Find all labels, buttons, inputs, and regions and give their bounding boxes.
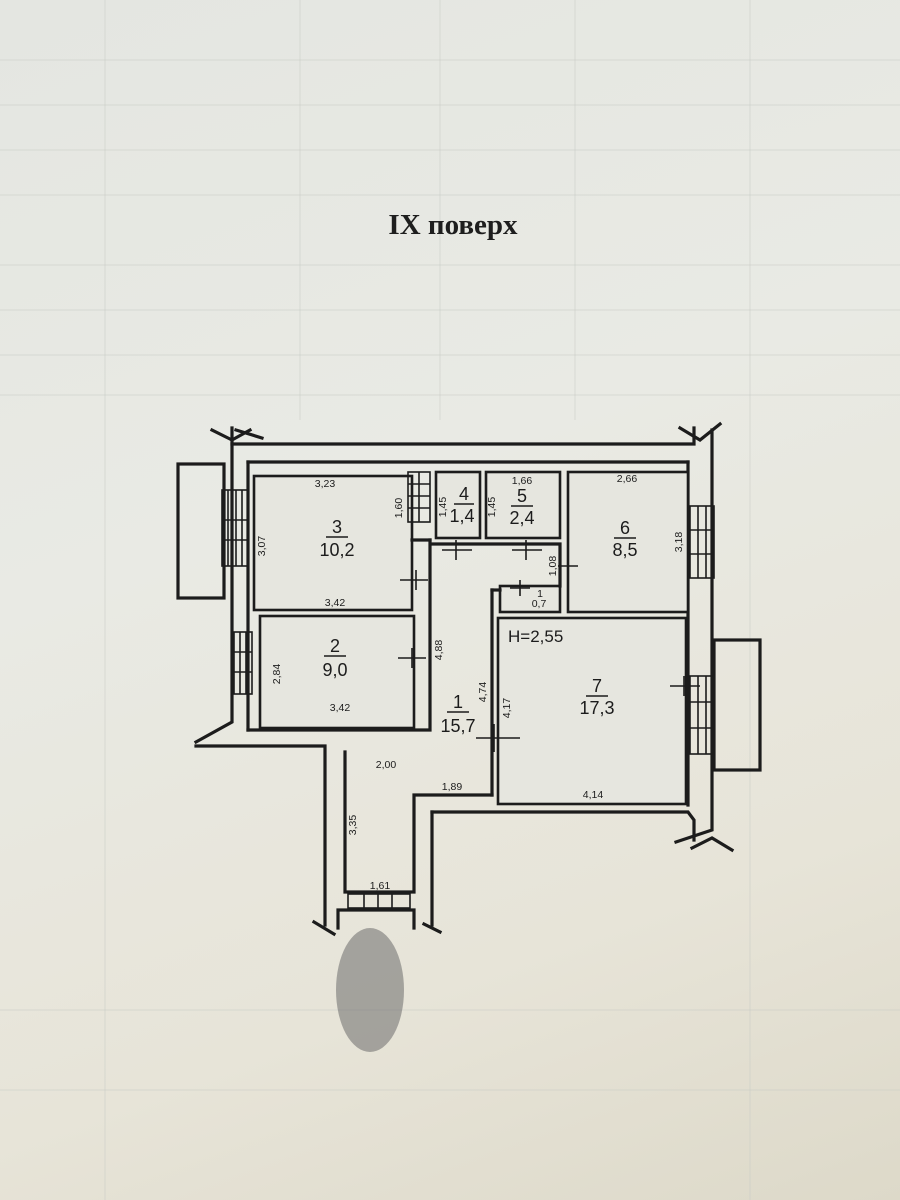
dim-r3-side-right: 1,60 — [393, 498, 405, 519]
dim-hall-width: 2,00 — [376, 759, 397, 771]
dim-r3-top: 3,23 — [315, 478, 336, 490]
ceiling-height: H=2,55 — [508, 627, 563, 646]
balcony-right — [712, 638, 762, 772]
dim-closet-side: 1,08 — [547, 556, 559, 577]
room-6-area: 8,5 — [612, 540, 637, 560]
room-2-number: 2 — [330, 636, 340, 656]
room-1-number: 1 — [453, 692, 463, 712]
dim-hall-side-b: 4,74 — [477, 682, 489, 703]
room-3 — [252, 474, 414, 612]
dimension-labels: 3,23 3,42 3,07 1,60 2,84 3,42 1,45 1,45 … — [256, 473, 685, 892]
room-4-area: 1,4 — [449, 506, 474, 526]
entrance-door — [336, 893, 416, 930]
dim-r7-side-left: 4,17 — [501, 698, 513, 719]
floor-title: IX поверх — [388, 209, 518, 241]
room-6-number: 6 — [620, 518, 630, 538]
dim-r3-side: 3,07 — [256, 536, 268, 557]
dim-closet-top: 1 — [537, 588, 543, 600]
room-3-area: 10,2 — [319, 540, 354, 560]
balcony-left — [176, 462, 226, 600]
room-4-number: 4 — [459, 484, 469, 504]
dim-r3-bottom: 3,42 — [325, 597, 346, 609]
room-2 — [258, 614, 416, 730]
dim-r2-bottom: 3,42 — [330, 702, 351, 714]
room-7-number: 7 — [592, 676, 602, 696]
room-3-number: 3 — [332, 517, 342, 537]
dim-r5-side: 1,45 — [486, 497, 498, 518]
dim-hall-side-a: 4,88 — [433, 640, 445, 661]
closet — [498, 584, 562, 614]
dim-closet-bottom: 0,7 — [532, 598, 547, 610]
door-markers — [398, 540, 700, 752]
dim-r6-side: 3,18 — [673, 532, 685, 553]
dim-r6-top: 2,66 — [617, 473, 638, 485]
hall-partitions — [410, 538, 562, 797]
room-4 — [434, 470, 482, 540]
window-left-bottom — [233, 631, 253, 695]
dim-r4-side: 1,45 — [437, 497, 449, 518]
vent-shaft — [407, 471, 431, 523]
dim-r2-side: 2,84 — [271, 664, 283, 685]
dim-corridor-side: 3,35 — [347, 815, 359, 836]
dim-r7-bottom: 4,14 — [583, 789, 604, 801]
room-5-area: 2,4 — [509, 508, 534, 528]
room-2-area: 9,0 — [322, 660, 347, 680]
dim-hall-bottom: 1,89 — [442, 781, 463, 793]
room-5 — [484, 470, 562, 540]
room-1-area: 15,7 — [440, 716, 475, 736]
window-left-top — [221, 489, 249, 567]
window-right-bottom — [689, 675, 715, 755]
room-7-area: 17,3 — [579, 698, 614, 718]
dim-corridor-width: 1,61 — [370, 880, 391, 892]
room-5-number: 5 — [517, 486, 527, 506]
photo-thumb-blur — [336, 928, 404, 1052]
window-right-top — [689, 505, 715, 579]
dim-r5-top: 1,66 — [512, 475, 533, 487]
room-labels: 3 10,2 2 9,0 4 1,4 5 2,4 6 8,5 7 17,3 1 … — [319, 484, 637, 736]
room-6 — [566, 470, 690, 614]
room-7 — [496, 616, 688, 806]
